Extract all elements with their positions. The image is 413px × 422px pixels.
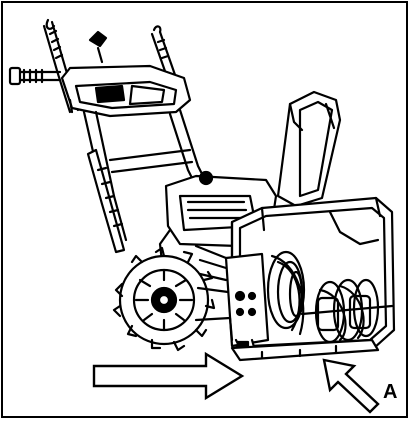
- frame-detail: [194, 244, 234, 342]
- wheel-left: [112, 246, 216, 352]
- drive-lever: [86, 148, 126, 254]
- chute-crank: [8, 66, 62, 86]
- direction-arrow-icon: [92, 351, 245, 401]
- pointer-arrow-icon: [322, 358, 380, 414]
- discharge-chute: [276, 90, 342, 208]
- control-panel: [60, 64, 192, 118]
- ignition-knob: [88, 30, 108, 64]
- callout-label: A: [383, 381, 398, 403]
- scraper-bar: [230, 338, 380, 362]
